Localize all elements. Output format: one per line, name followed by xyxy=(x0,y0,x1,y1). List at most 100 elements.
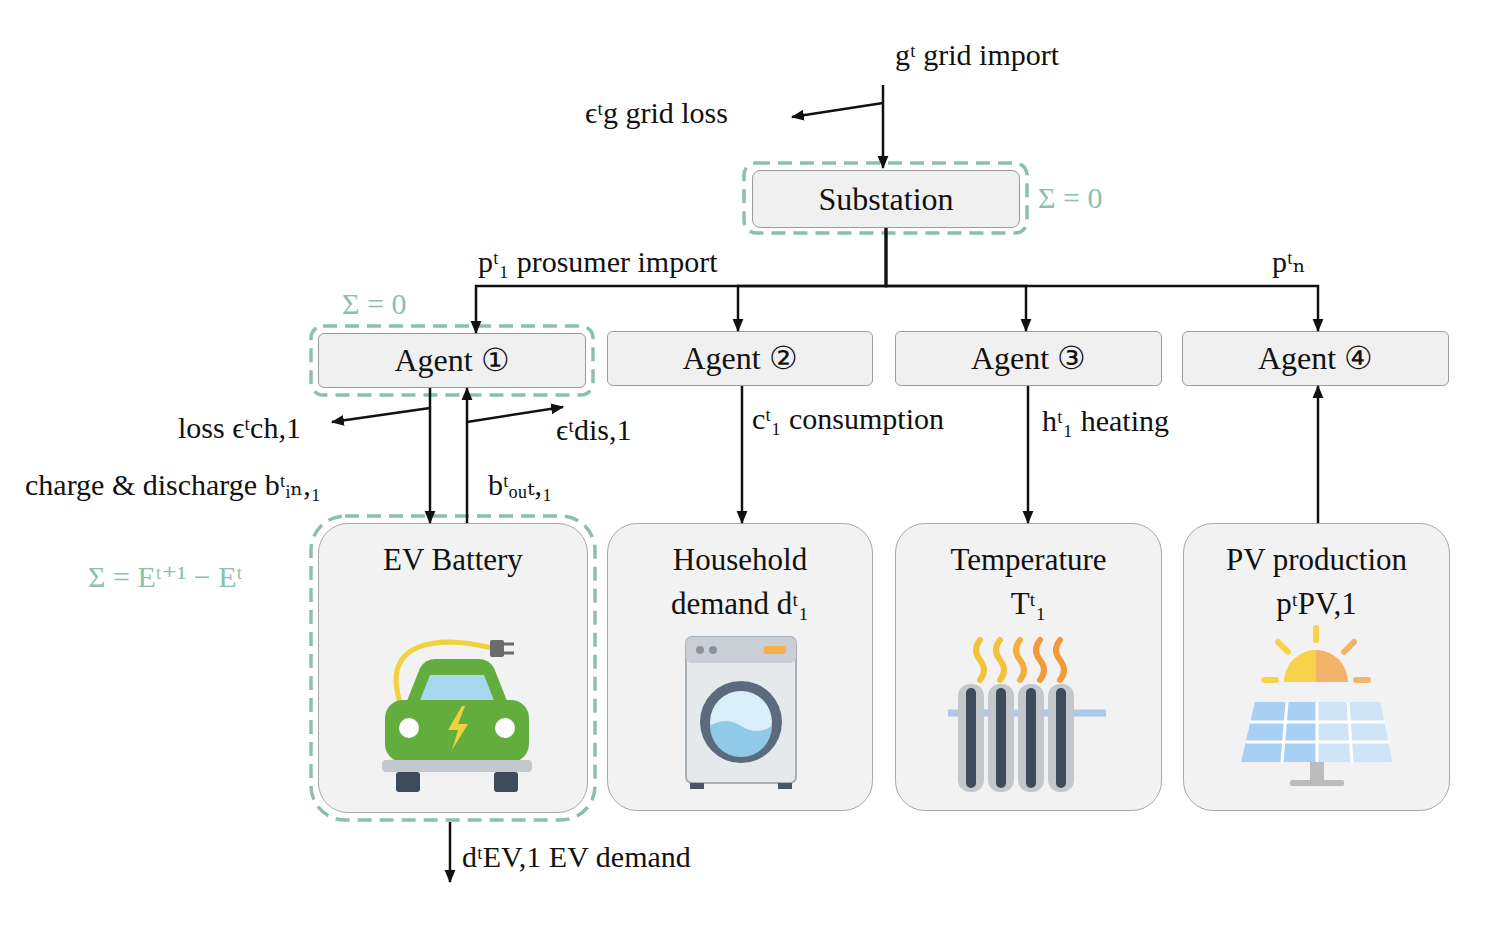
door xyxy=(700,681,782,763)
grid-loss-arrow xyxy=(792,103,883,117)
ev-illustration xyxy=(382,640,532,792)
agent-box: Agent ① xyxy=(318,333,586,388)
balance-outline xyxy=(744,163,1027,233)
flow-connector xyxy=(738,228,886,331)
connector-layer xyxy=(430,228,1318,523)
foot xyxy=(778,783,792,789)
flow-label: ϵᵗg grid loss xyxy=(585,96,728,131)
heat-wave xyxy=(1036,640,1044,680)
flow-connector xyxy=(429,388,432,523)
bumper xyxy=(382,760,532,772)
agent-box: Agent ④ xyxy=(1182,331,1449,386)
lightning-symbol xyxy=(448,706,468,750)
washing-machine-illustration xyxy=(686,637,796,789)
flow-connector xyxy=(886,228,1026,331)
heat-wave xyxy=(996,640,1004,680)
water xyxy=(710,721,772,757)
foot xyxy=(690,783,704,789)
radiator-shade xyxy=(966,688,976,788)
solar-illustration xyxy=(1241,628,1392,786)
node-label: Agent ③ xyxy=(971,340,1086,377)
grid-import-arrow xyxy=(882,85,885,168)
headlight xyxy=(495,718,515,738)
solar-panel-light xyxy=(1317,702,1392,762)
agent-box: Agent ② xyxy=(607,331,873,386)
sun-ray xyxy=(1264,677,1276,683)
radiator-fin xyxy=(958,684,984,792)
flow-connector xyxy=(741,386,744,523)
edge-label: charge & discharge bᵗᵢₙ,₁ xyxy=(25,468,321,503)
flow-connector xyxy=(886,228,1318,331)
wheel xyxy=(494,772,518,792)
car-roof xyxy=(405,659,509,706)
machine-body xyxy=(686,637,796,783)
dashed-outlines xyxy=(311,163,1027,820)
sun-ray xyxy=(1278,642,1288,652)
node-label: PV production pᵗPV,1 xyxy=(1218,538,1415,626)
flow-connector xyxy=(1027,386,1030,523)
balance-label: Σ = Eᵗ⁺¹ − Eᵗ xyxy=(88,560,242,595)
flow-arrows xyxy=(332,85,883,882)
flow-label: gᵗ grid import xyxy=(895,38,1059,73)
control-panel xyxy=(686,637,796,663)
wheel xyxy=(396,772,420,792)
plug xyxy=(490,640,504,657)
agent-box: Agent ③ xyxy=(895,331,1162,386)
node-label: Temperature Tᵗ₁ xyxy=(930,538,1127,626)
node-label: Household demand dᵗ₁ xyxy=(648,538,832,626)
display xyxy=(764,646,786,654)
edge-label: cᵗ₁ consumption xyxy=(752,396,967,443)
radiator-fin xyxy=(1048,684,1074,792)
grid-line xyxy=(1348,702,1352,762)
balance-outline xyxy=(311,516,595,820)
heat-wave xyxy=(1016,640,1024,680)
knob xyxy=(696,646,704,654)
flow-label: ϵᵗdis,1 xyxy=(556,413,631,448)
headlight xyxy=(399,718,419,738)
heat-waves xyxy=(976,640,1064,680)
grid-line xyxy=(1316,702,1319,762)
flow-connector xyxy=(466,388,469,523)
knob xyxy=(709,646,717,654)
node-label: Agent ② xyxy=(682,340,797,377)
edge-label: pᵗ₁ prosumer import xyxy=(478,245,718,280)
charge-loss-arrow xyxy=(332,408,430,422)
sun-ray xyxy=(1356,677,1368,683)
heat-wave xyxy=(976,640,984,680)
flow-connector xyxy=(1317,386,1320,523)
panel-stand xyxy=(1310,762,1324,780)
sun-ray xyxy=(1344,642,1354,652)
node-label: Agent ④ xyxy=(1258,340,1373,377)
flow-label: loss ϵᵗch,1 xyxy=(178,411,301,446)
radiator-shade xyxy=(1026,688,1036,788)
edge-label: pᵗₙ xyxy=(1272,245,1306,280)
node-label: Substation xyxy=(818,181,953,218)
plug-pin xyxy=(504,643,514,646)
balance-label: Σ = 0 xyxy=(1038,181,1102,216)
radiator-illustration xyxy=(948,640,1106,792)
sun-ray xyxy=(1313,628,1319,640)
car-window xyxy=(419,675,495,703)
radiator-shade xyxy=(1056,688,1066,788)
plug-pin xyxy=(504,652,514,655)
balance-label: Σ = 0 xyxy=(342,287,406,322)
radiator-fin xyxy=(988,684,1014,792)
heat-wave xyxy=(1056,640,1064,680)
radiator-shade xyxy=(996,688,1006,788)
edge-label: bᵗₒᵤₜ,₁ xyxy=(488,468,553,503)
flow-label: dᵗEV,1 EV demand xyxy=(462,840,691,875)
balance-outline xyxy=(311,326,593,395)
grid-line xyxy=(1282,702,1287,762)
substation-box: Substation xyxy=(752,170,1020,228)
panel-grid xyxy=(1246,702,1389,762)
radiator-fin xyxy=(1018,684,1044,792)
sun-half xyxy=(1284,650,1316,682)
car-body xyxy=(385,700,529,762)
node-label: EV Battery xyxy=(383,538,523,582)
edge-label: hᵗ₁ heating xyxy=(1042,398,1172,445)
sun-half xyxy=(1316,650,1348,682)
panel-base xyxy=(1290,780,1344,786)
discharge-loss-arrow xyxy=(467,407,563,422)
